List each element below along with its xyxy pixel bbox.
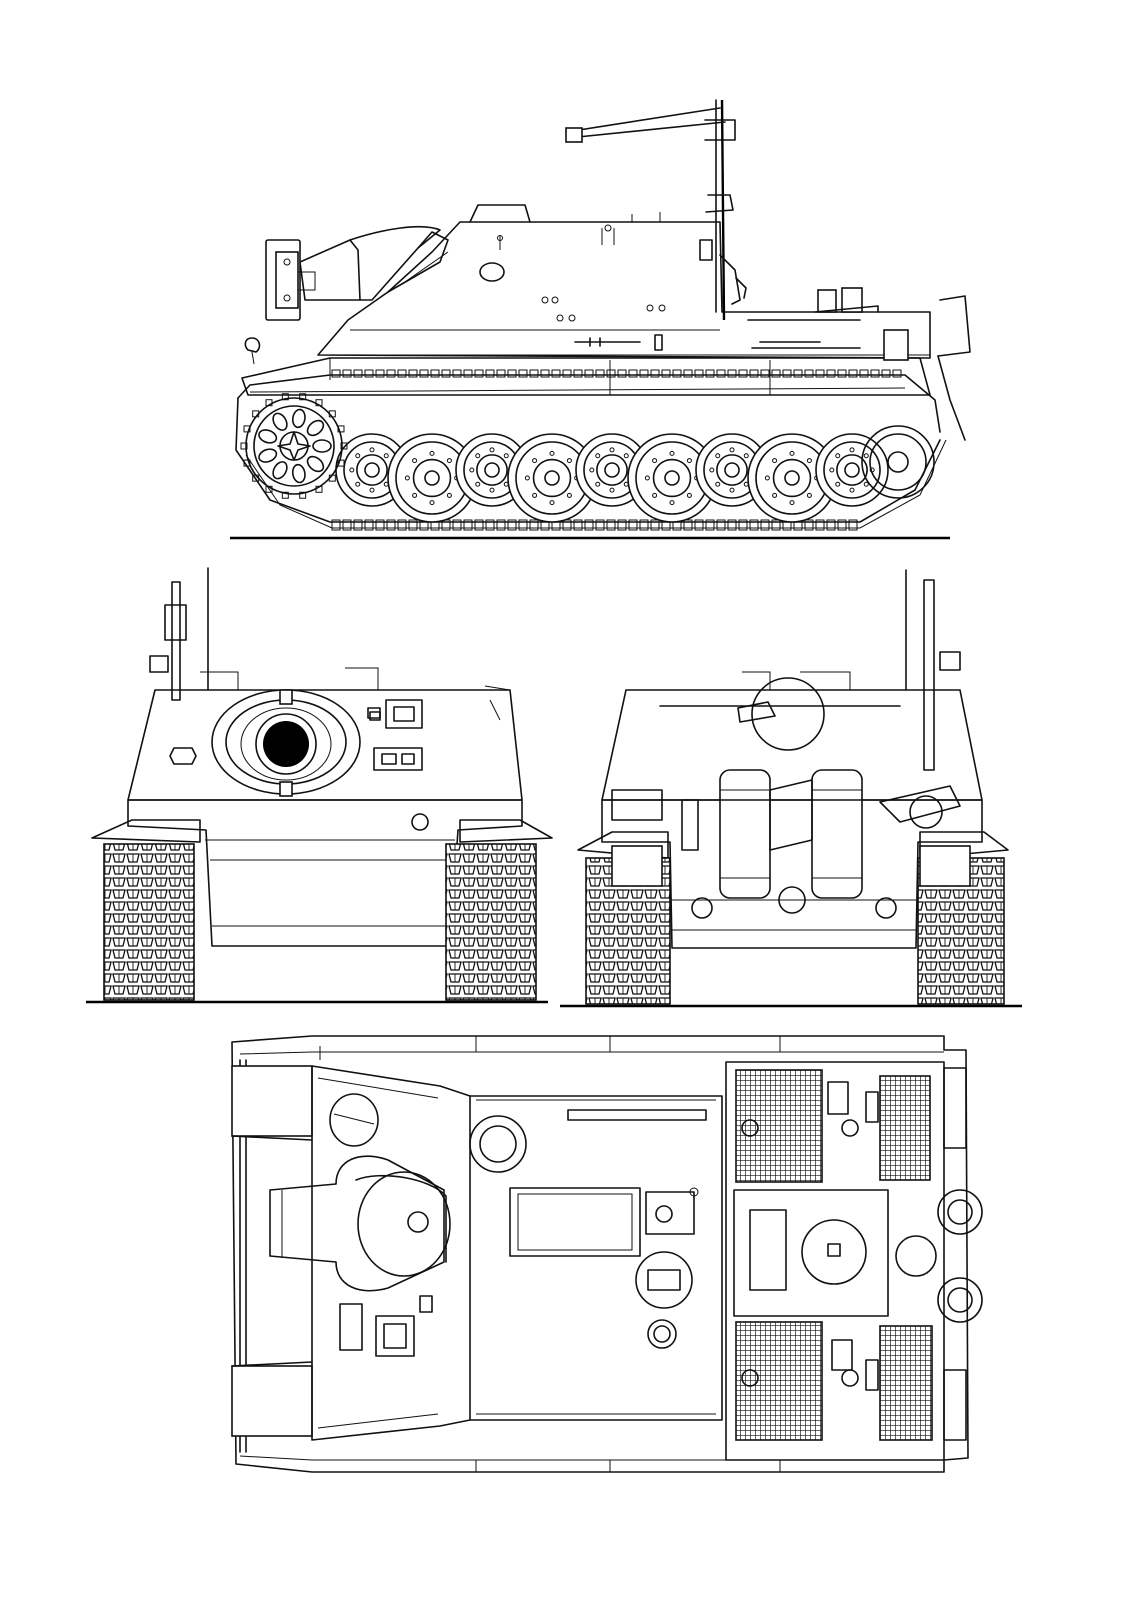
top-engine-deck <box>725 1061 945 1461</box>
top-grille-fr <box>879 1075 931 1181</box>
road-wheel <box>387 433 477 523</box>
side-mortar <box>265 225 441 321</box>
side-road-wheels <box>335 433 889 523</box>
top-grille-fl <box>735 1069 823 1183</box>
side-engine-deck <box>747 287 971 441</box>
front-mortar-bore <box>263 721 309 767</box>
top-hatch-circle <box>469 1115 527 1173</box>
side-vision-port <box>479 262 505 282</box>
side-casemate <box>317 221 931 359</box>
side-track-upper-run <box>237 374 941 433</box>
front-track-left <box>103 843 195 1001</box>
rear-hull <box>601 799 983 949</box>
top-loading-hatch <box>509 1187 641 1257</box>
rear-hatch <box>751 677 825 751</box>
side-track-lower-run <box>235 397 941 523</box>
top-view <box>231 1035 983 1473</box>
side-hull-lower <box>241 357 931 396</box>
road-wheel <box>815 433 889 507</box>
front-track-right <box>445 843 537 1001</box>
side-view <box>230 99 971 540</box>
side-track-links <box>331 369 902 531</box>
top-grille-rl <box>735 1321 823 1441</box>
rear-exhaust-mufflers <box>719 769 863 899</box>
top-mortar <box>269 1155 451 1292</box>
side-idler-wheel <box>861 425 935 499</box>
road-wheel <box>507 433 597 523</box>
side-loading-crane <box>565 99 747 321</box>
side-roof-hatch <box>469 204 531 223</box>
top-grille-rr <box>879 1325 933 1441</box>
front-view <box>86 567 553 1004</box>
top-hull-outline <box>231 1035 969 1473</box>
rear-view <box>560 569 1022 1008</box>
side-drive-sprocket <box>240 393 348 499</box>
road-wheel <box>627 433 717 523</box>
front-mortar-mantlet <box>211 689 361 797</box>
front-casemate <box>127 689 523 801</box>
